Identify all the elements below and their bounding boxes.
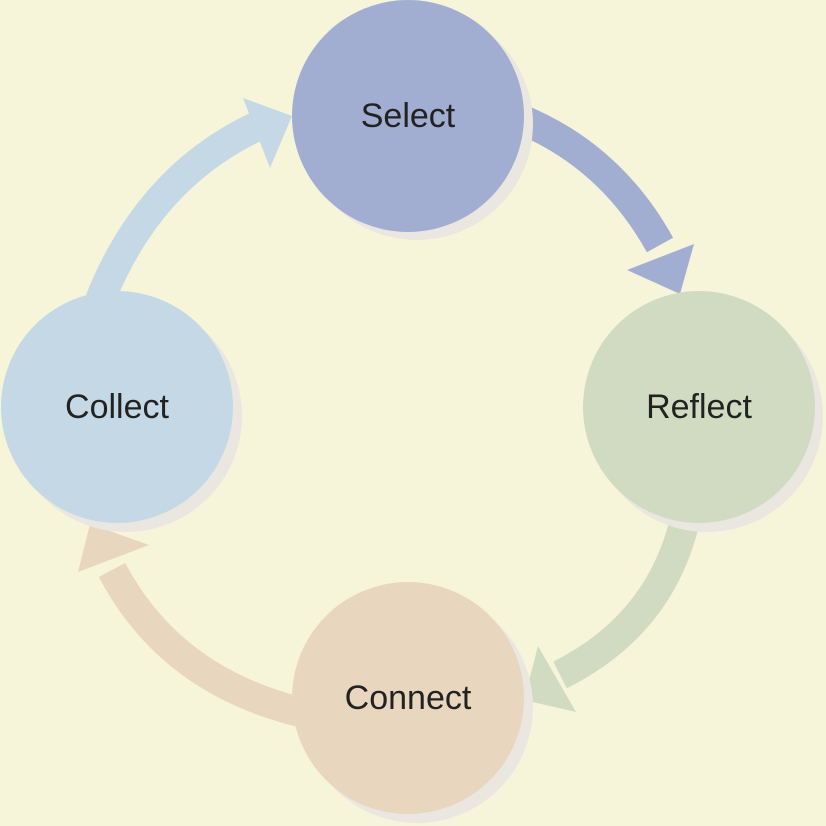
arrow-connect-to-collect [78, 524, 304, 727]
arrow-select-to-reflect [512, 104, 694, 294]
node-collect: Collect [1, 291, 242, 532]
node-select: Select [292, 0, 533, 240]
node-reflect-circle [583, 291, 815, 523]
arrow-reflect-to-connect-shaft [553, 516, 700, 689]
node-select-circle [292, 0, 524, 232]
arrow-collect-to-select-head [243, 98, 292, 168]
arrow-connect-to-collect-shaft [98, 562, 304, 727]
arrow-collect-to-select [86, 98, 292, 306]
node-reflect-label: Reflect [646, 388, 752, 426]
arrow-select-to-reflect-shaft [512, 104, 674, 253]
node-select-label: Select [361, 97, 456, 135]
node-reflect: Reflect [583, 291, 823, 532]
arrow-connect-to-collect-head [78, 524, 149, 572]
node-connect-label: Connect [345, 679, 472, 717]
arrow-reflect-to-connect-head [524, 646, 576, 712]
node-connect: Connect [292, 582, 533, 823]
node-collect-label: Collect [65, 388, 169, 426]
node-connect-circle [292, 582, 524, 814]
arrow-select-to-reflect-head [627, 244, 694, 294]
arrow-reflect-to-connect [524, 516, 700, 712]
node-collect-circle [1, 291, 233, 523]
arrow-collect-to-select-shaft [86, 111, 267, 306]
